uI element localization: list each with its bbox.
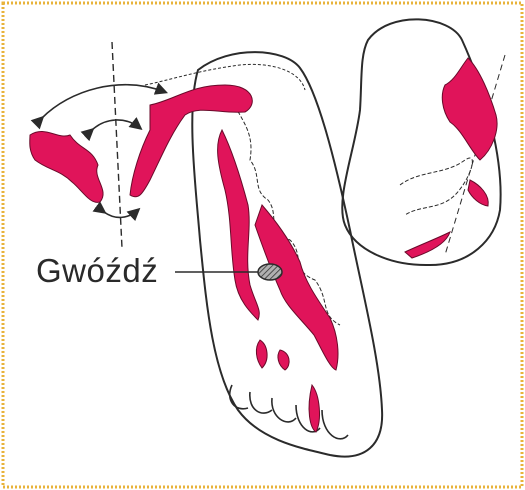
nail-icon xyxy=(258,264,282,280)
foot-top-inner-line xyxy=(400,158,472,215)
nail-label: Gwóźdź xyxy=(36,252,158,290)
wound-regions xyxy=(30,58,497,432)
toes xyxy=(230,385,348,439)
